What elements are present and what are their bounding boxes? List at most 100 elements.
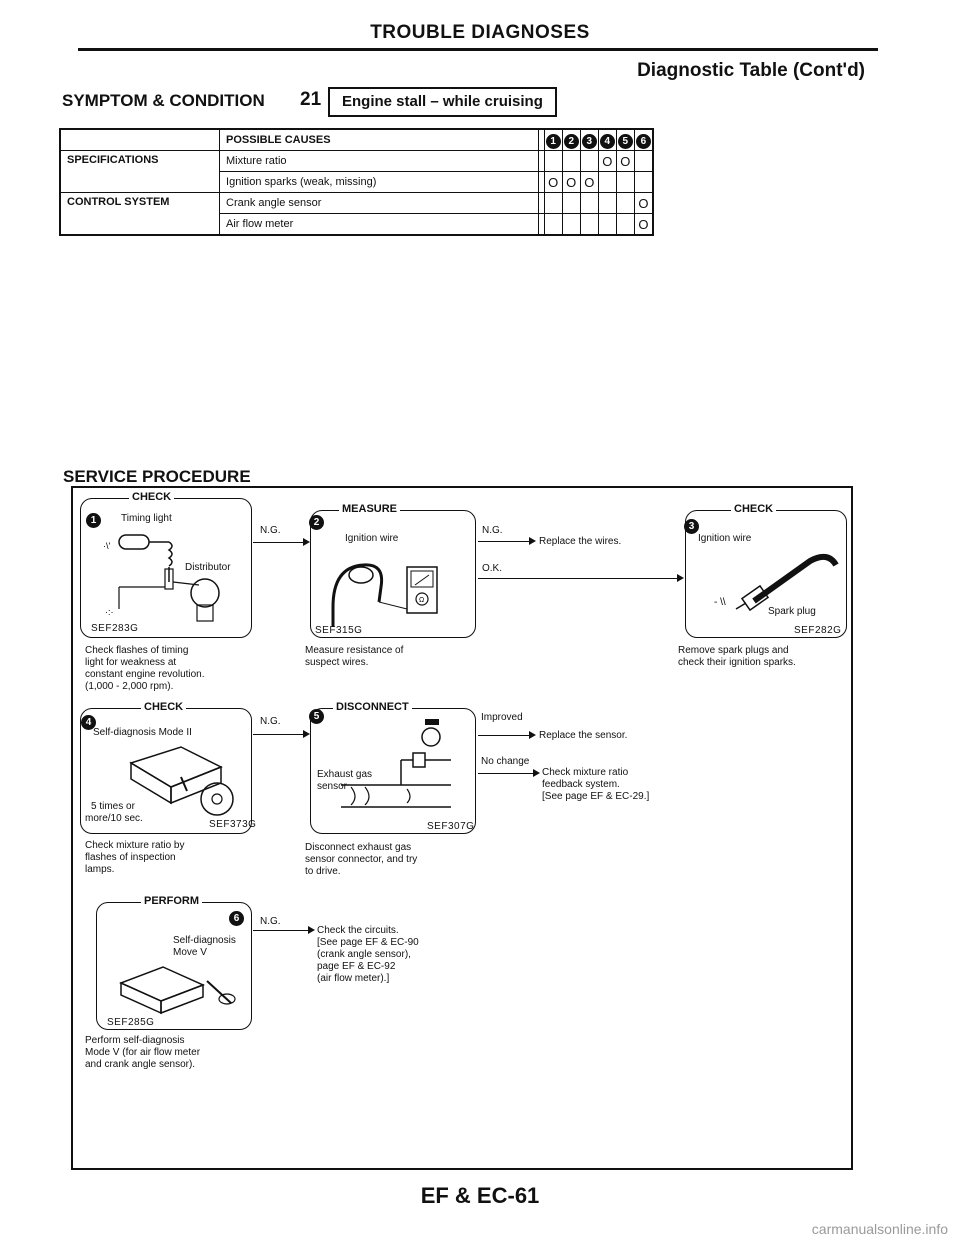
step-1-caption: Check flashes of timing light for weakne…: [85, 645, 205, 693]
section-subtitle: Diagnostic Table (Cont'd): [637, 60, 865, 81]
improved-label: Improved: [481, 712, 523, 723]
group-label: CONTROL SYSTEM: [59, 192, 221, 236]
mark-cell: [597, 192, 617, 214]
step-5-caption: Disconnect exhaust gas sensor connector,…: [305, 842, 417, 878]
group-label: SPECIFICATIONS: [59, 150, 221, 193]
text-line: [See page EF & EC-90: [317, 937, 419, 948]
no-change-label: No change: [481, 756, 530, 767]
caption-line: to drive.: [305, 866, 341, 877]
step-number-badge: 2: [563, 133, 579, 149]
caption-line: Check mixture ratio by: [85, 840, 185, 851]
step-number-badge: 3: [581, 133, 597, 149]
ohmmeter-ignition-wire-illustration: Ω: [331, 563, 438, 627]
step-1-figure-code: SEF283G: [91, 623, 139, 634]
mark-cell: [615, 192, 635, 214]
caption-line: and crank angle sensor).: [85, 1059, 196, 1070]
mark-cell: O: [633, 213, 654, 236]
step-3-caption: Remove spark plugs and check their ignit…: [678, 645, 796, 669]
check-mixture-text: Check mixture ratio feedback system. [Se…: [542, 767, 649, 803]
step-number-badge: 1: [545, 133, 561, 149]
exhaust-gas-sensor-illustration: [341, 719, 451, 808]
table-row: Air flow meter O: [60, 213, 654, 236]
flow-arrow: [478, 537, 536, 545]
step-4-figure-code: SEF373G: [209, 819, 257, 830]
step-header-3: 3: [579, 128, 599, 151]
mark-cell: [561, 213, 581, 236]
replace-sensor-text: Replace the sensor.: [539, 730, 628, 741]
step-number-badge: 5: [617, 133, 633, 149]
step-2-figure-code: SEF315G: [315, 625, 363, 636]
caption-line: Remove spark plugs and: [678, 645, 789, 656]
flow-arrow: [478, 731, 536, 739]
step-header-6: 6: [633, 128, 654, 151]
cause-label: Crank angle sensor: [219, 192, 540, 214]
page-number: EF & EC-61: [420, 1183, 540, 1208]
step-5-card: DISCONNECT 5 Exhaust gas sensor SEF307G: [309, 701, 476, 834]
flow-ok-label: O.K.: [482, 563, 503, 574]
replace-wires-text: Replace the wires.: [539, 536, 622, 547]
caption-line: lamps.: [85, 864, 115, 875]
mark-cell: [579, 213, 599, 236]
caption-line: Mode V (for air flow meter: [85, 1047, 201, 1058]
flow-ng-label: N.G.: [260, 916, 281, 927]
service-procedure-title: SERVICE PROCEDURE: [63, 467, 251, 486]
text-line: page EF & EC-92: [317, 961, 396, 972]
step-5-badge: 5: [309, 709, 324, 724]
step-header-2: 2: [561, 128, 581, 151]
mark-cell: [597, 213, 617, 236]
caption-line: flashes of inspection: [85, 852, 176, 863]
mark-cell: [579, 150, 599, 172]
control-unit-screwdriver-illustration: [119, 966, 236, 1015]
step-header-5: 5: [615, 128, 635, 151]
step-5-title: DISCONNECT: [333, 701, 412, 713]
step-number-badge: 4: [599, 133, 615, 149]
table-header-row: POSSIBLE CAUSES 1 2 3 4 5 6: [59, 128, 654, 151]
mark-cell: [543, 192, 563, 214]
step-3-label-ignition-wire: Ignition wire: [698, 533, 752, 544]
mark-cell: [615, 213, 635, 236]
step-6-label-mode: Move V: [173, 947, 207, 958]
step-1-title: CHECK: [129, 491, 175, 503]
mark-cell: [633, 171, 654, 193]
step-3-figure-code: SEF282G: [794, 625, 842, 636]
caption-line: Measure resistance of: [305, 645, 404, 656]
step-4-label-times: 5 times or: [91, 801, 135, 812]
step-header-4: 4: [597, 128, 617, 151]
text-line: (air flow meter).]: [317, 973, 390, 984]
step-4-badge: 4: [81, 715, 96, 730]
step-header-1: 1: [543, 128, 563, 151]
cause-label: Mixture ratio: [219, 150, 540, 172]
symptom-description: Engine stall – while cruising: [328, 87, 557, 117]
possible-causes-header: POSSIBLE CAUSES: [219, 128, 540, 151]
table-corner: [59, 128, 220, 151]
mark-cell: O: [579, 171, 599, 193]
mark-cell: [543, 150, 563, 172]
text-line: Check the circuits.: [317, 925, 399, 936]
caption-line: sensor connector, and try: [305, 854, 418, 865]
text-line: feedback system.: [542, 779, 620, 790]
step-3-title: CHECK: [731, 503, 777, 515]
step-2-badge: 2: [309, 515, 324, 530]
svg-text:- \\: - \\: [714, 597, 726, 608]
step-1-label-timing-light: Timing light: [121, 513, 172, 524]
spark-plug-illustration: - \\: [714, 553, 839, 612]
check-circuits-text: Check the circuits. [See page EF & EC-90…: [317, 925, 419, 985]
symptom-label: SYMPTOM & CONDITION: [62, 91, 265, 110]
step-2-card: MEASURE 2 Ignition wire Ω SEF315G: [309, 503, 476, 638]
symptom-number: 21: [300, 89, 322, 110]
caption-line: Perform self-diagnosis: [85, 1035, 185, 1046]
possible-causes-table: POSSIBLE CAUSES 1 2 3 4 5 6 SPECIFICATIO…: [59, 128, 654, 236]
step-2-title: MEASURE: [339, 503, 401, 515]
step-5-label-sensor: sensor: [317, 781, 348, 792]
mark-cell: [561, 192, 581, 214]
mark-cell: [597, 171, 617, 193]
mark-cell: [579, 192, 599, 214]
table-row: Ignition sparks (weak, missing) O O O: [60, 171, 654, 193]
step-6-label-self-diagnosis: Self-diagnosis: [173, 935, 236, 946]
step-6-figure-code: SEF285G: [107, 1017, 155, 1028]
flow-arrow: [253, 730, 310, 738]
step-6-title: PERFORM: [141, 895, 202, 907]
step-2-caption: Measure resistance of suspect wires.: [305, 645, 403, 669]
service-procedure-frame: [71, 486, 853, 1170]
step-5-figure-code: SEF307G: [427, 821, 475, 832]
